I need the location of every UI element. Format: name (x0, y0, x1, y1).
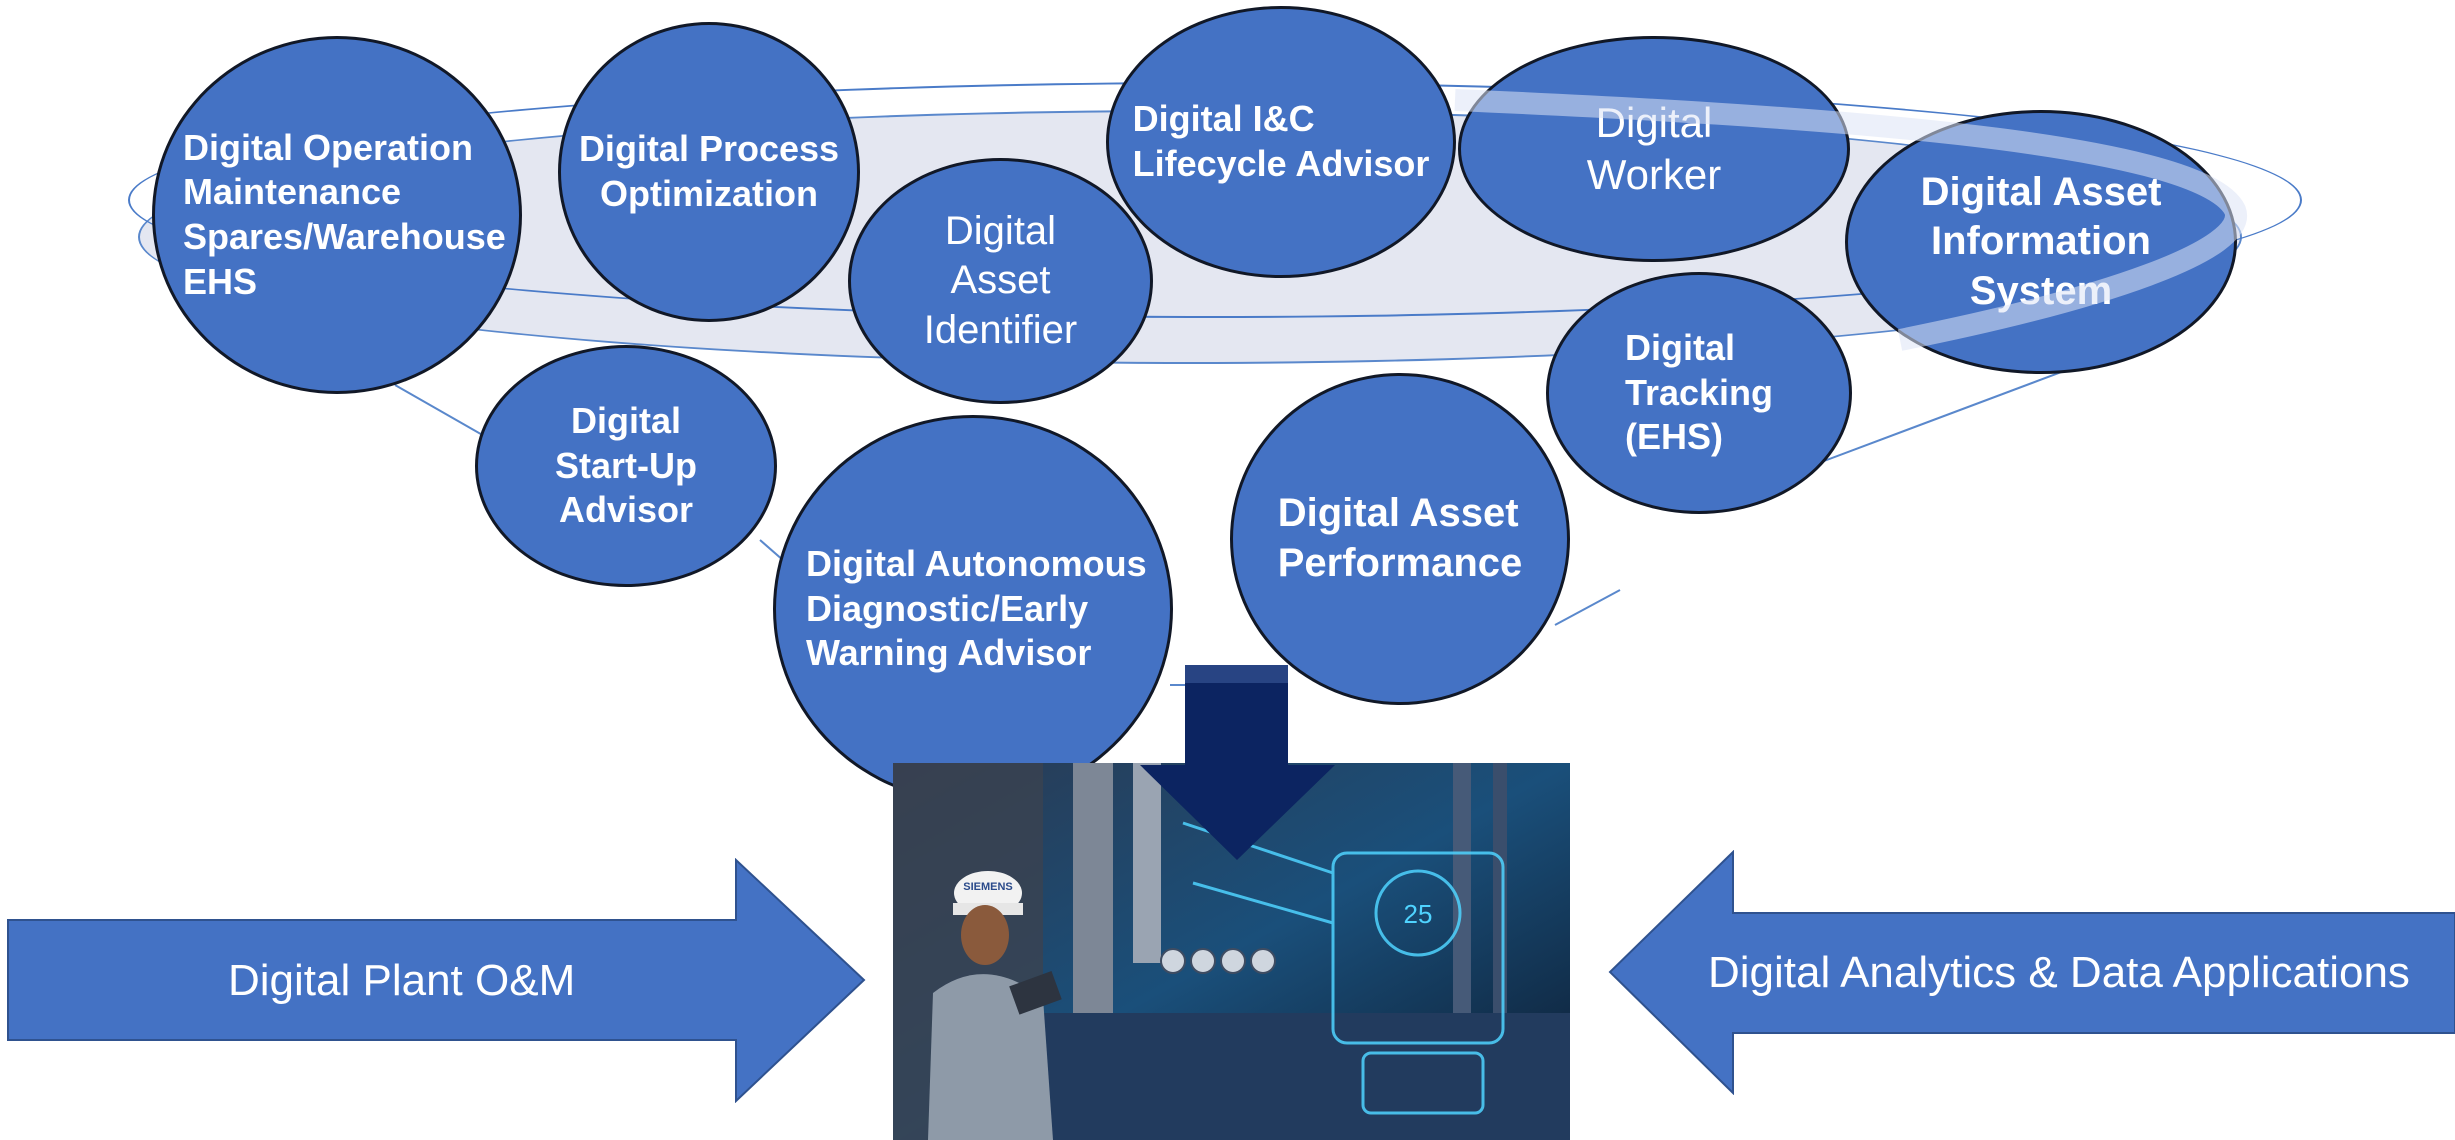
bubble-label: Digital Asset Performance (1277, 491, 1523, 585)
bubble-label: Digital Autonomous Diagnostic/Early Warn… (806, 543, 1147, 674)
bubble-label: Digital Process Optimization (578, 128, 840, 214)
bubble-digital-asset-identifier: Digital Asset Identifier (848, 158, 1153, 404)
right-arrow-label: Digital Analytics & Data Applications (1708, 948, 2410, 997)
plant-scene-graphic: 25 SIEMENS (893, 763, 1570, 1140)
bubble-digital-tracking: Digital Tracking (EHS) (1546, 272, 1852, 514)
bubble-digital-asset-information: Digital Asset Information System (1845, 110, 2237, 374)
engineer-figure (928, 871, 1062, 1140)
left-arrow (7, 858, 866, 1103)
bubble-label: Digital Asset Information System (1920, 169, 2162, 313)
bubble-label: Digital Tracking (EHS) (1624, 327, 1774, 458)
bubble-label: Digital Start-Up Advisor (555, 400, 697, 531)
gauge-reading: 25 (1404, 899, 1433, 929)
bubble-digital-asset-performance: Digital Asset Performance (1230, 373, 1570, 705)
down-arrow (1140, 665, 1335, 860)
right-arrow (1608, 850, 2455, 1095)
helmet-logo-text: SIEMENS (963, 881, 1013, 893)
bubble-label: Digital Worker (1586, 98, 1722, 198)
bubble-digital-ic: Digital I&C Lifecycle Advisor (1106, 6, 1456, 278)
bubble-digital-operation: Digital Operation Maintenance Spares/War… (152, 36, 522, 394)
bubble-digital-worker: Digital Worker (1458, 36, 1850, 262)
bubble-label: Digital Operation Maintenance Spares/War… (183, 126, 506, 302)
connector-line (1554, 589, 1621, 626)
bubble-digital-autonomous: Digital Autonomous Diagnostic/Early Warn… (773, 415, 1173, 803)
left-arrow-label: Digital Plant O&M (228, 956, 576, 1005)
bubble-digital-startup: Digital Start-Up Advisor (475, 345, 777, 587)
bubble-label: Digital I&C Lifecycle Advisor (1132, 98, 1430, 184)
bubble-label: Digital Asset Identifier (923, 208, 1078, 352)
bubble-digital-process: Digital Process Optimization (558, 22, 860, 322)
